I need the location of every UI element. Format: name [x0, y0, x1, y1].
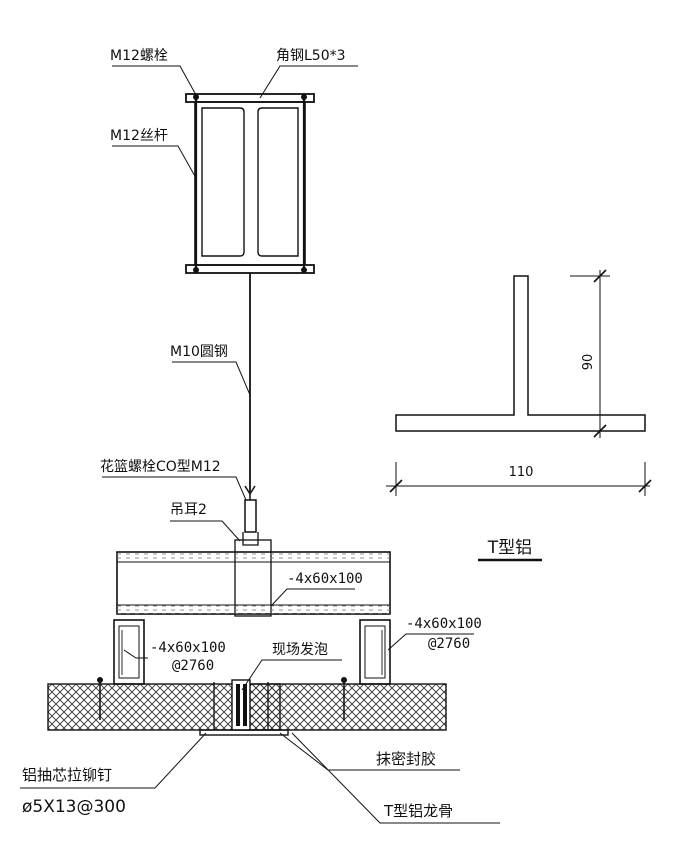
label-t-keel: T型铝龙骨 [383, 802, 453, 820]
annotations: M12螺栓 角钢L50*3 M12丝杆 M10圆钢 花篮螺栓CO型M12 吊耳2… [22, 48, 596, 820]
label-threaded-rod: M12丝杆 [110, 128, 168, 144]
label-plate-right-spacing: @2760 [428, 636, 470, 652]
label-round-steel: M10圆钢 [170, 344, 228, 360]
leader-lines [20, 65, 500, 824]
label-foam: 现场发泡 [272, 642, 328, 658]
label-lifting-lug: 吊耳2 [170, 502, 207, 518]
sandwich-panel [47, 677, 447, 731]
label-plate-left: -4x60x100 [150, 640, 226, 656]
label-bolt-m12: M12螺栓 [110, 48, 168, 64]
label-turnbuckle: 花篮螺栓CO型M12 [100, 459, 221, 475]
t-profile-detail [386, 269, 652, 562]
label-angle-steel: 角钢L50*3 [276, 48, 346, 64]
t-profile-title: T型铝 [487, 538, 532, 558]
label-plate-right: -4x60x100 [406, 616, 482, 632]
left-hanger-plate [113, 619, 145, 685]
label-sealant: 抹密封胶 [376, 750, 436, 768]
lifting-lug [234, 539, 272, 617]
label-plate-left-spacing: @2760 [172, 658, 214, 674]
steel-channel-beam [116, 551, 391, 615]
turnbuckle [242, 485, 259, 546]
dim-height: 90 [581, 354, 596, 371]
dim-width: 110 [509, 465, 534, 480]
t-keel-bottom [199, 729, 289, 736]
label-rivet-spec: ø5X13@300 [22, 797, 126, 817]
i-beam-hanger [185, 93, 315, 274]
label-rivet: 铝抽芯拉铆钉 [22, 766, 112, 784]
right-hanger-plate [359, 619, 391, 685]
label-plate-top: -4x60x100 [287, 571, 363, 587]
